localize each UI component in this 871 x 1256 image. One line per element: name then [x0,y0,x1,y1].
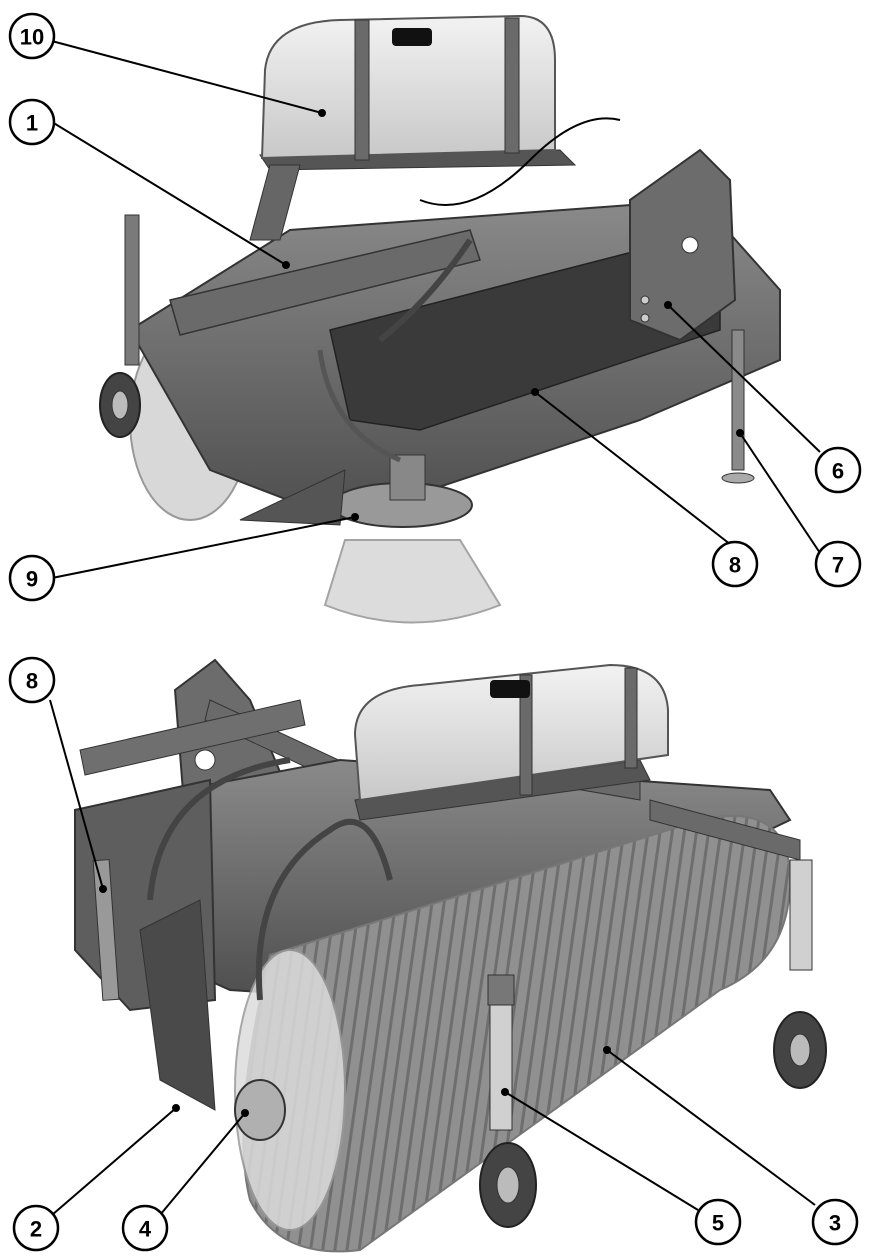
callout-label: 8 [26,669,38,694]
support-leg-bottom [489,999,513,1131]
top-machine [99,14,781,624]
hydraulic-cylinder [92,859,120,1001]
callout-label: 1 [26,111,38,136]
callout-9: 9 [8,554,56,602]
callout-5: 5 [694,1198,742,1246]
front-beam-top [169,229,481,336]
callout-label: 2 [30,1217,42,1242]
leader-lines [47,39,821,1216]
callout-label: 8 [729,553,741,578]
callout-1: 1 [8,98,56,146]
callout-7: 7 [814,540,862,588]
support-leg-top [731,329,745,471]
callout-label: 3 [829,1211,841,1236]
callout-label: 6 [832,459,844,484]
callout-10: 10 [8,12,56,60]
callout-label: 5 [712,1211,724,1236]
callout-4: 4 [121,1204,169,1252]
callout-2: 2 [12,1204,60,1252]
water-tank-top [260,14,556,160]
callout-8-top: 8 [711,540,759,588]
callout-label: 4 [139,1217,152,1242]
side-brush-cone [323,539,502,624]
hydraulic-motor [234,1079,286,1141]
callout-8-bottom: 8 [8,656,56,704]
callout-label: 7 [832,553,844,578]
bottom-machine [74,658,827,1253]
callout-6: 6 [814,446,862,494]
callout-label: 10 [20,25,44,50]
water-tank-bottom [353,663,669,802]
callout-3: 3 [811,1198,859,1246]
callout-label: 9 [26,567,38,592]
